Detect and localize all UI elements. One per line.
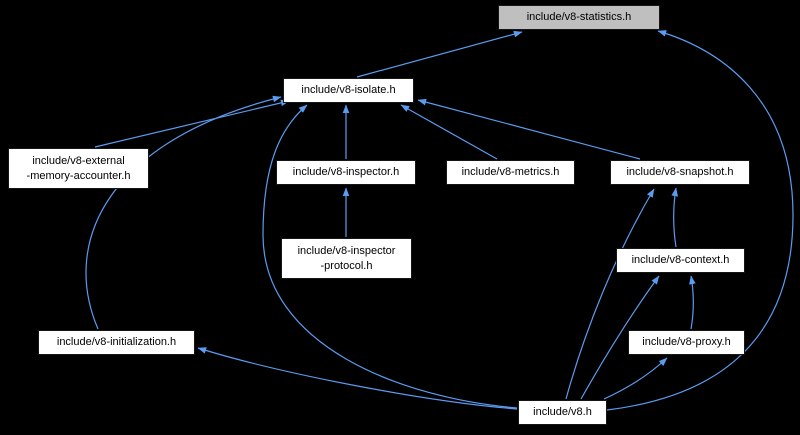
edge-v8-to-v8-initialization xyxy=(197,347,518,410)
edge-v8-snapshot-to-v8-isolate xyxy=(417,98,641,160)
edge-v8-proxy-to-v8-context xyxy=(689,275,696,330)
node-v8[interactable]: include/v8.h xyxy=(518,400,607,425)
node-v8-inspector[interactable]: include/v8-inspector.h xyxy=(276,160,416,185)
edge-v8-to-v8-isolate xyxy=(262,104,518,409)
node-v8-initialization[interactable]: include/v8-initialization.h xyxy=(38,330,195,355)
node-v8-isolate[interactable]: include/v8-isolate.h xyxy=(283,78,414,103)
edge-v8-to-v8-proxy xyxy=(603,357,668,400)
edge-v8-initialization-to-v8-isolate xyxy=(85,95,282,330)
edge-v8-to-v8-snapshot xyxy=(565,188,655,400)
edge-v8-isolate-to-v8-statistics xyxy=(356,30,523,78)
node-v8-proxy[interactable]: include/v8-proxy.h xyxy=(628,330,745,355)
node-v8-inspector-protocol[interactable]: include/v8-inspector -protocol.h xyxy=(281,238,412,279)
edge-v8-external-memory-accounter-to-v8-isolate xyxy=(94,99,290,148)
node-v8-metrics[interactable]: include/v8-metrics.h xyxy=(446,160,575,185)
edge-v8-context-to-v8-snapshot xyxy=(671,187,679,248)
edge-v8-to-v8-statistics xyxy=(606,30,794,411)
node-v8-statistics[interactable]: include/v8-statistics.h xyxy=(498,5,660,30)
node-v8-snapshot[interactable]: include/v8-snapshot.h xyxy=(610,160,750,185)
node-v8-external-memory-accounter[interactable]: include/v8-external -memory-accounter.h xyxy=(8,148,149,189)
edge-v8-metrics-to-v8-isolate xyxy=(400,104,498,160)
node-v8-context[interactable]: include/v8-context.h xyxy=(616,248,745,273)
edge-v8-to-v8-context xyxy=(580,275,660,400)
